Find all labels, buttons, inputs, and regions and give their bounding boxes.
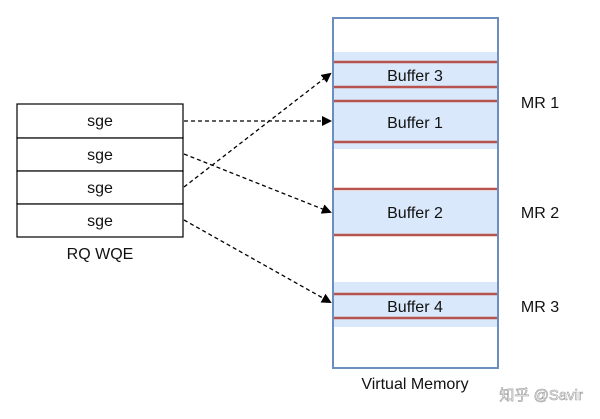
sge-row-3 [16,170,184,205]
arrow-sge4-to-buffer4 [183,219,332,303]
virtual-memory: Buffer 3 Buffer 1 Buffer 2 Buffer 4 Virt… [332,17,499,393]
buffer1-label: Buffer 1 [387,115,443,132]
sge-label-3: sge [87,180,113,197]
mr3-label: MR 3 [521,299,559,316]
arrow-sge3-to-buffer3 [183,72,332,188]
buffer2-label: Buffer 2 [387,205,443,222]
sge-row-1 [16,103,184,139]
rq-wqe-table: sge sge sge sge RQ WQE [16,103,184,263]
mr1-label: MR 1 [521,95,559,112]
mr2-label: MR 2 [521,205,559,222]
sge-label-2: sge [87,147,113,164]
rq-wqe-caption: RQ WQE [67,246,134,263]
sge-label-4: sge [87,213,113,230]
mr3-region [334,282,497,327]
arrow-sge2-to-buffer2 [183,153,332,214]
watermark: 知乎 @Savir [499,387,583,404]
buffer4-label: Buffer 4 [387,299,443,316]
memory-region-labels: MR 1 MR 2 MR 3 [521,95,559,316]
sge-pointers [183,72,332,303]
sge-row-2 [16,137,184,172]
mr2-region [334,191,497,235]
sge-label-1: sge [87,113,113,130]
buffer3-label: Buffer 3 [387,68,443,85]
virtual-memory-caption: Virtual Memory [361,376,468,393]
sge-row-4 [16,203,184,238]
